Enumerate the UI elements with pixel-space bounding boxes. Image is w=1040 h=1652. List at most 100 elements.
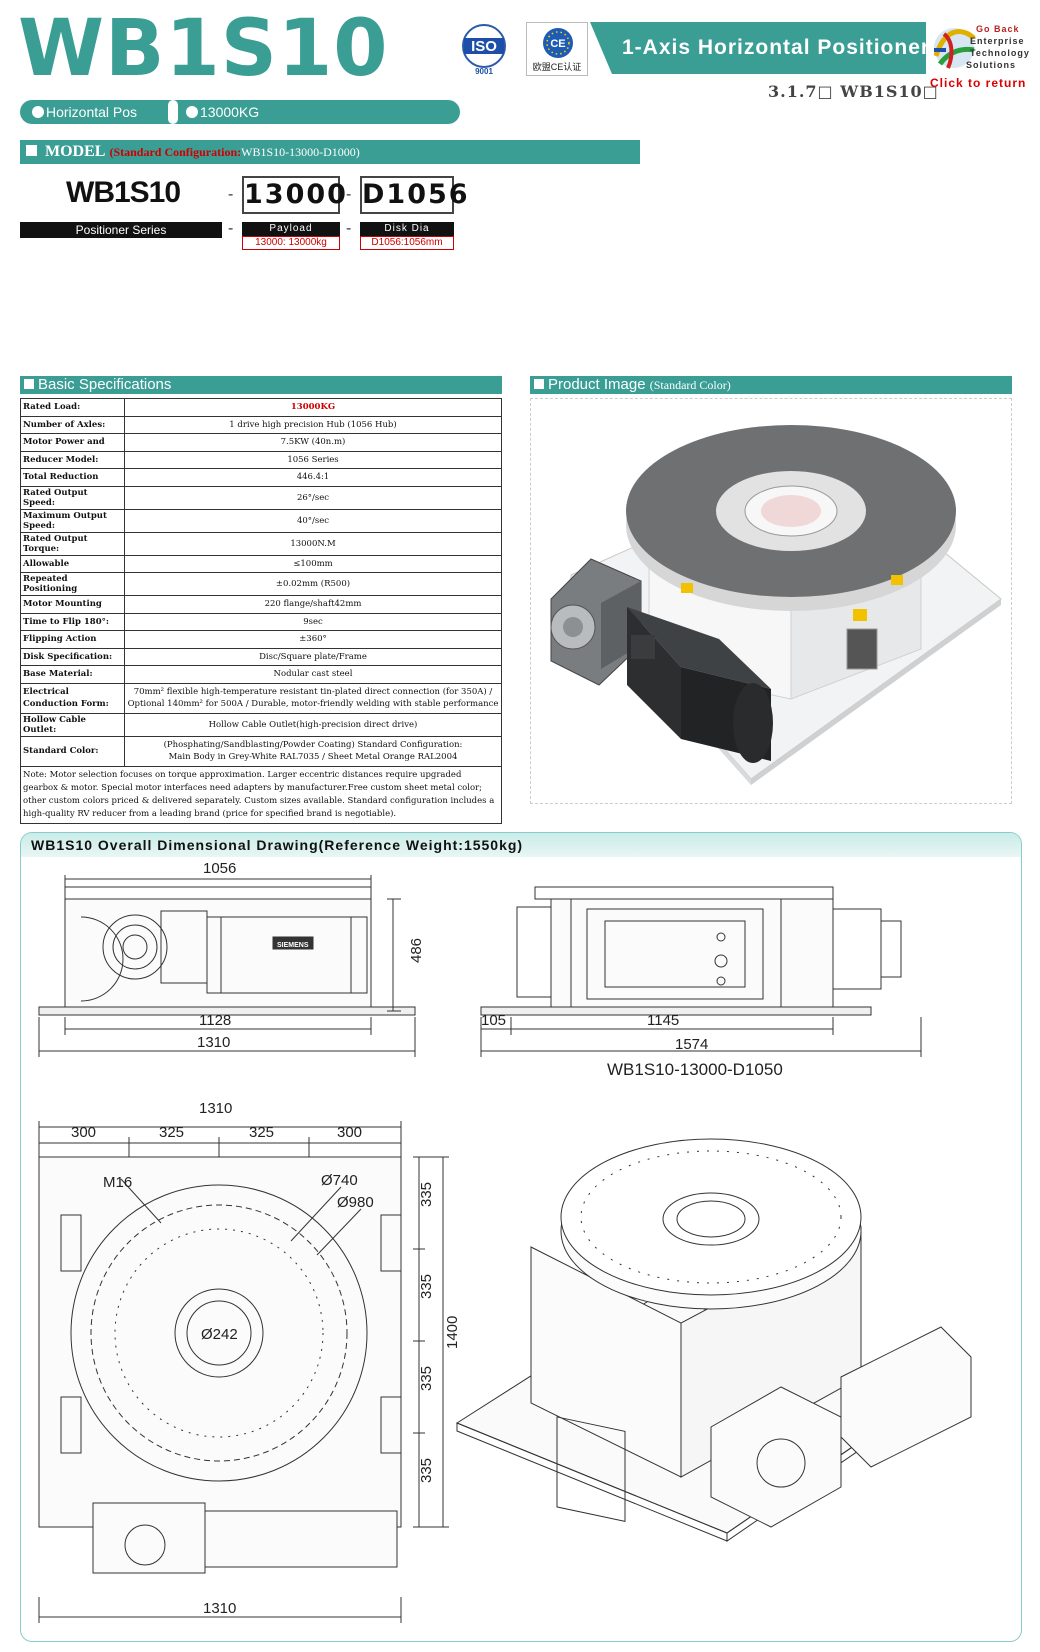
code-dash: - xyxy=(346,220,352,237)
dimensional-drawing-panel: WB1S10 Overall Dimensional Drawing(Refer… xyxy=(20,832,1022,1642)
spec-key: Electrical Conduction Form: xyxy=(20,682,125,714)
dim-105: 105 xyxy=(481,1012,506,1029)
dim-335-b: 335 xyxy=(418,1274,435,1299)
model-caption: WB1S10-13000-D1050 xyxy=(607,1060,783,1079)
spec-key: Rated Output Torque: xyxy=(20,531,125,556)
page-title: WB1S10 xyxy=(18,4,389,94)
specs-section-header: Basic Specifications xyxy=(20,376,502,394)
spec-key: Hollow Cable Outlet: xyxy=(20,712,125,737)
bullet-icon xyxy=(186,106,198,118)
spec-key: Flipping Action xyxy=(20,630,125,649)
breadcrumb: 3.1.7□ WB1S10□ xyxy=(768,82,939,101)
globe-icon xyxy=(933,28,976,69)
label-m16: M16 xyxy=(103,1174,132,1191)
go-back-line-4: Solutions xyxy=(966,60,1016,70)
spec-table: Rated Load:13000KG Number of Axles:1 dri… xyxy=(20,398,502,824)
code-dash: - xyxy=(346,186,352,203)
spec-value-line: Main Body in Grey-White RAL7035 / Sheet … xyxy=(168,752,458,762)
product-heading: Product Image xyxy=(548,376,646,393)
dim-300-left: 300 xyxy=(71,1124,96,1141)
table-row: Flipping Action±360° xyxy=(20,630,502,649)
dim-1145: 1145 xyxy=(647,1012,679,1029)
spec-key: Reducer Model: xyxy=(20,450,125,469)
disk-label: Disk Dia xyxy=(360,222,454,236)
feature-pill-type: Horizontal Pos xyxy=(24,100,156,124)
dim-1056: 1056 xyxy=(203,860,236,877)
label-phi740: Ø740 xyxy=(321,1172,358,1189)
spec-value: 13000N.M xyxy=(124,531,502,556)
code-dash: - xyxy=(228,186,234,203)
banner-title: 1-Axis Horizontal Positioner xyxy=(622,36,926,59)
spec-note: Note: Motor selection focuses on torque … xyxy=(20,765,502,824)
feature-pill-payload: 13000KG xyxy=(178,100,398,124)
dim-486: 486 xyxy=(408,938,425,963)
spec-value: 7.5KW (40n.m) xyxy=(124,433,502,452)
iso-certification-logo: ISO 9001 xyxy=(458,22,510,78)
go-back-line-1: Go Back xyxy=(976,24,1020,34)
ce-certification-logo: CE 欧盟CE认证 xyxy=(526,22,588,76)
dim-1310-bottom: 1310 xyxy=(203,1600,236,1617)
drawing-heading: WB1S10 Overall Dimensional Drawing(Refer… xyxy=(21,833,1021,857)
go-back-link[interactable]: Go Back Enterprise Technology Solutions … xyxy=(930,18,1040,98)
pill-type-label: Horizontal Pos xyxy=(46,104,138,120)
pill-payload-label: 13000KG xyxy=(200,104,260,120)
table-row: Note: Motor selection focuses on torque … xyxy=(20,765,502,824)
disk-code-box: D1056 xyxy=(360,176,468,214)
series-label: Positioner Series xyxy=(20,222,222,238)
dim-325-left: 325 xyxy=(159,1124,184,1141)
iso-text: ISO xyxy=(471,38,497,55)
bullet-icon xyxy=(32,106,44,118)
table-row: Rated Output Torque:13000N.M xyxy=(20,531,502,556)
dim-1128: 1128 xyxy=(199,1012,231,1029)
go-back-line-3: Technology xyxy=(970,48,1030,58)
model-section-header: MODEL (Standard Configuration:WB1S10-130… xyxy=(20,140,640,164)
specs-heading: Basic Specifications xyxy=(38,376,172,393)
code-dash: - xyxy=(228,220,234,237)
table-row: Repeated Positioning±0.02mm (R500) xyxy=(20,572,502,596)
table-row: Reducer Model:1056 Series xyxy=(20,450,502,469)
spec-key: Repeated Positioning xyxy=(20,572,125,596)
spec-value: ±360° xyxy=(124,630,502,649)
spec-value: Nodular cast steel xyxy=(124,665,502,684)
spec-value: 9sec xyxy=(124,612,502,631)
spec-value: ±0.02mm (R500) xyxy=(124,572,502,596)
spec-value: 26°/sec xyxy=(124,485,502,510)
click-to-return-link[interactable]: Click to return xyxy=(930,76,1027,90)
table-row: Disk Specification:Disc/Square plate/Fra… xyxy=(20,647,502,666)
spec-key: Motor Mounting xyxy=(20,595,125,614)
spec-key: Disk Specification: xyxy=(20,647,125,666)
iso-number: 9001 xyxy=(475,67,493,76)
spec-key: Total Reduction xyxy=(20,468,125,487)
pill-separator xyxy=(168,100,178,124)
dim-325-right: 325 xyxy=(249,1124,274,1141)
product-heading-small: (Standard Color) xyxy=(649,378,731,392)
table-row: Base Material:Nodular cast steel xyxy=(20,665,502,684)
disk-sublabel: D1056:1056mm xyxy=(360,236,454,250)
table-row: Hollow Cable Outlet:Hollow Cable Outlet(… xyxy=(20,712,502,737)
dim-335-d: 335 xyxy=(418,1458,435,1483)
spec-value: (Phosphating/Sandblasting/Powder Coating… xyxy=(124,735,502,767)
motor-brand-label: SIEMENS xyxy=(277,942,309,949)
spec-key: Rated Load: xyxy=(20,398,125,417)
dim-335-a: 335 xyxy=(418,1182,435,1207)
spec-key: Base Material: xyxy=(20,665,125,684)
spec-value: 70mm² flexible high-temperature resistan… xyxy=(124,682,502,714)
positioner-render xyxy=(550,425,1002,785)
spec-value: Disc/Square plate/Frame xyxy=(124,647,502,666)
dim-335-c: 335 xyxy=(418,1366,435,1391)
dim-1574: 1574 xyxy=(675,1036,708,1053)
table-row: Standard Color:(Phosphating/Sandblasting… xyxy=(20,735,502,767)
spec-value-line: 70mm² flexible high-temperature resistan… xyxy=(133,687,493,697)
spec-key: Allowable xyxy=(20,554,125,573)
payload-sublabel: 13000: 13000kg xyxy=(242,236,340,250)
spec-value-line: (Phosphating/Sandblasting/Powder Coating… xyxy=(163,740,463,750)
spec-key: Maximum Output Speed: xyxy=(20,508,125,533)
product-section-header: Product Image (Standard Color) xyxy=(530,376,1012,394)
spec-value: Hollow Cable Outlet(high-precision direc… xyxy=(124,712,502,737)
table-row: Maximum Output Speed:40°/sec xyxy=(20,508,502,533)
square-bullet-icon xyxy=(534,379,544,389)
feature-pill-bar xyxy=(20,100,460,124)
